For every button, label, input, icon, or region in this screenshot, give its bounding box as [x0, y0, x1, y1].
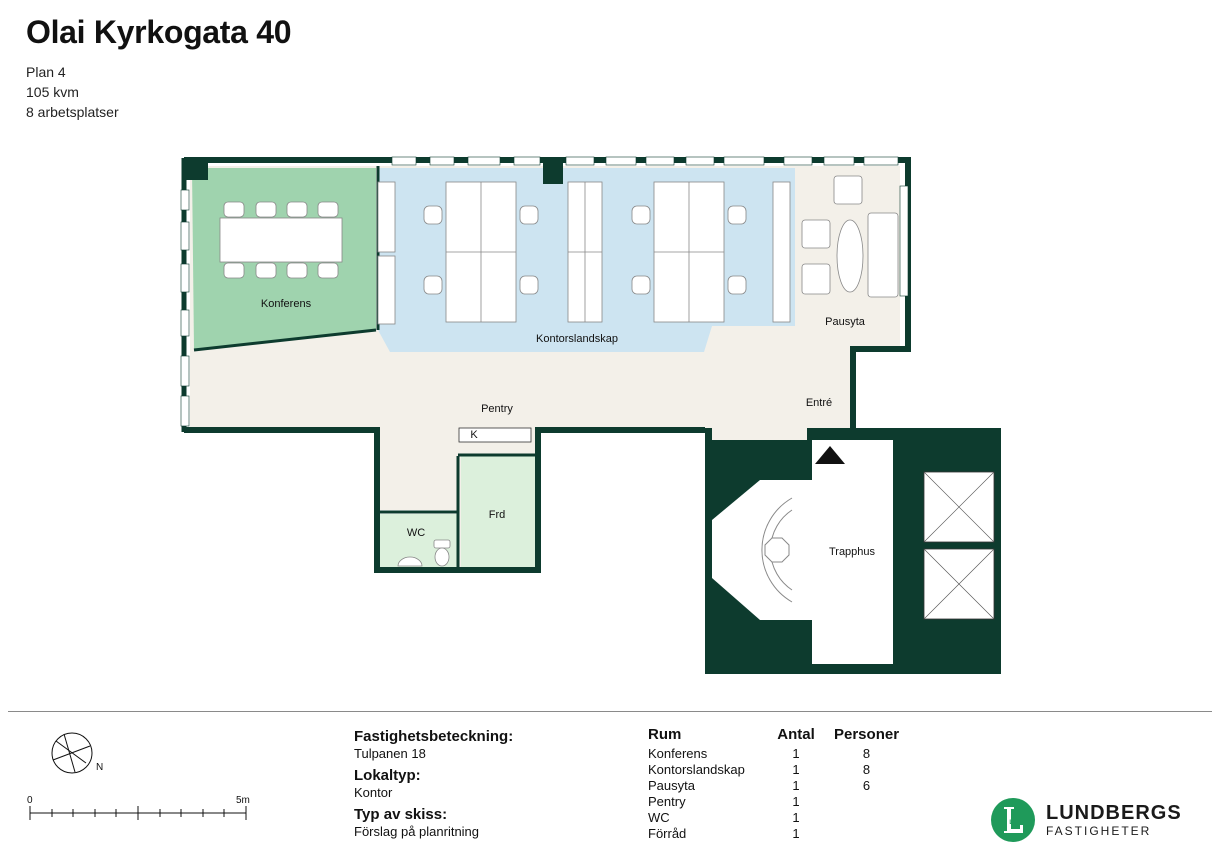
lokaltyp-value: Kontor	[354, 785, 393, 800]
skiss-value: Förslag på planritning	[354, 824, 480, 839]
room-count: 1	[792, 762, 800, 777]
entrance-arrow-icon	[815, 446, 845, 464]
room-label-pausyta: Pausyta	[825, 316, 866, 328]
logo-mark-text: LF	[1009, 820, 1017, 826]
room-count: 1	[792, 810, 800, 825]
room-name: WC	[648, 810, 670, 825]
room-persons: 8	[862, 746, 871, 761]
room-name: Konferens	[648, 746, 708, 761]
scale-bar	[29, 806, 247, 820]
header-antal: Antal	[777, 726, 815, 743]
room-label-pentry: Pentry	[481, 403, 513, 415]
table-row: WC 1	[648, 810, 899, 826]
room-name: Pentry	[648, 794, 686, 809]
logo-sub: FASTIGHETER	[1046, 823, 1152, 838]
room-label-entre: Entré	[806, 397, 832, 409]
wc-fixtures	[397, 539, 451, 567]
office-furniture	[377, 181, 791, 325]
room-persons: 6	[862, 778, 871, 793]
windows	[180, 156, 909, 427]
fastighet-value: Tulpanen 18	[354, 746, 426, 761]
rooms-table-header: Rum Antal Personer	[648, 726, 899, 746]
workplaces: 8 arbetsplatser	[26, 104, 119, 120]
storage-room	[461, 456, 535, 567]
room-label-kitchen: K	[470, 429, 478, 441]
lobby-strip	[712, 428, 807, 440]
room-count: 1	[792, 794, 800, 809]
floor-plan: Konferens Kontorslandskap Pausyta Pentry…	[180, 156, 1001, 674]
header-rum: Rum	[648, 726, 682, 743]
logo-name: LUNDBERGS	[1046, 801, 1182, 824]
room-label-trapphus: Trapphus	[829, 546, 876, 558]
property-info: Fastighetsbeteckning: Tulpanen 18 Lokalt…	[354, 727, 513, 844]
room-persons	[834, 826, 899, 842]
scale-end-label: 5m	[236, 795, 250, 806]
room-persons	[834, 810, 899, 826]
compass-icon	[51, 732, 93, 774]
room-persons	[834, 794, 899, 810]
scale-start-label: 0	[27, 795, 33, 806]
header-personer: Personer	[834, 726, 900, 743]
header: Olai Kyrkogata 40 Plan 4 105 kvm 8 arbet…	[26, 12, 292, 122]
room-name: Förråd	[648, 826, 687, 841]
legend-graphics: N 0 5m	[27, 732, 250, 820]
rooms-table: Rum Antal Personer Konferens 1 8 Kontors…	[648, 726, 899, 842]
skiss-label: Typ av skiss:	[354, 806, 448, 823]
table-row: Pausyta 1 6	[648, 778, 899, 794]
company-logo: LF LUNDBERGS FASTIGHETER	[990, 797, 1182, 843]
room-label-kontorslandskap: Kontorslandskap	[536, 333, 618, 345]
area: 105 kvm	[26, 84, 79, 100]
conference-furniture	[219, 201, 343, 279]
stairwell-floor	[712, 440, 893, 664]
room-count: 1	[792, 826, 800, 841]
page-title: Olai Kyrkogata 40	[26, 14, 292, 50]
kitchen-counter	[458, 427, 532, 443]
table-row: Kontorslandskap 1 8	[648, 762, 899, 778]
table-row: Konferens 1 8	[648, 746, 899, 762]
room-name: Kontorslandskap	[648, 762, 745, 777]
lounge-furniture	[801, 175, 899, 298]
room-label-frd: Frd	[489, 509, 506, 521]
lokaltyp-label: Lokaltyp:	[354, 767, 421, 784]
plan-number: Plan 4	[26, 64, 66, 80]
room-persons: 8	[862, 762, 871, 777]
room-label-konferens: Konferens	[261, 298, 312, 310]
room-name: Pausyta	[648, 778, 695, 793]
pillar	[543, 158, 563, 184]
room-count: 1	[792, 746, 800, 761]
room-count: 1	[792, 778, 800, 793]
room-label-wc: WC	[407, 527, 425, 539]
table-row: Förråd 1	[648, 826, 899, 842]
stair-core	[764, 537, 790, 563]
fastighet-label: Fastighetsbeteckning:	[354, 728, 514, 745]
wall-corner	[182, 158, 208, 180]
logo-mark-icon: LF	[991, 798, 1035, 842]
divider	[8, 711, 1212, 712]
logo-text: LUNDBERGS FASTIGHETER	[1046, 802, 1182, 839]
compass-north-label: N	[96, 762, 103, 773]
table-row: Pentry 1	[648, 794, 899, 810]
